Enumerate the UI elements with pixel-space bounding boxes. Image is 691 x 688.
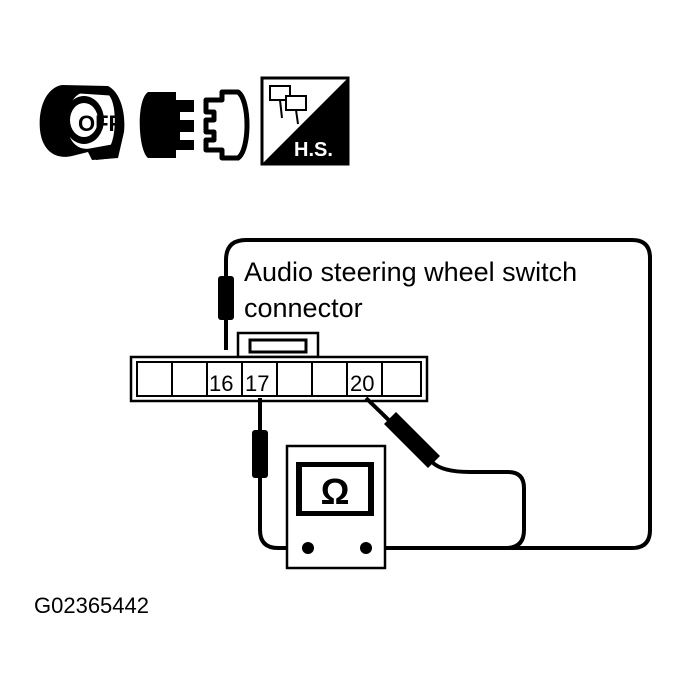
connector-title-line1: Audio steering wheel switch [244,257,577,287]
ohm-symbol: Ω [321,471,350,512]
connector-disconnect-icon [139,89,250,161]
ignition-key-off-icon: OFF [39,85,125,160]
figure-id: G02365442 [34,593,149,618]
off-label: OFF [78,111,122,136]
wire-loop [224,238,652,550]
wire-pin17 [258,398,308,550]
pin-label-16: 16 [209,371,233,396]
wire-pin20 [364,396,526,550]
pin-label-17: 17 [245,371,269,396]
probe-pin17 [252,430,268,478]
probe-pin20 [384,412,440,468]
ohmmeter: Ω [285,444,387,570]
hs-label: H.S. [294,139,333,161]
pin-label-20: 20 [350,371,374,396]
meter-terminal-right [360,542,372,554]
harness-side-icon: H.S. [260,76,350,166]
connector-title-line2: connector [244,293,363,323]
meter-terminal-left [302,542,314,554]
connector: 16 17 20 [129,331,429,403]
probe-pin16 [218,276,234,320]
